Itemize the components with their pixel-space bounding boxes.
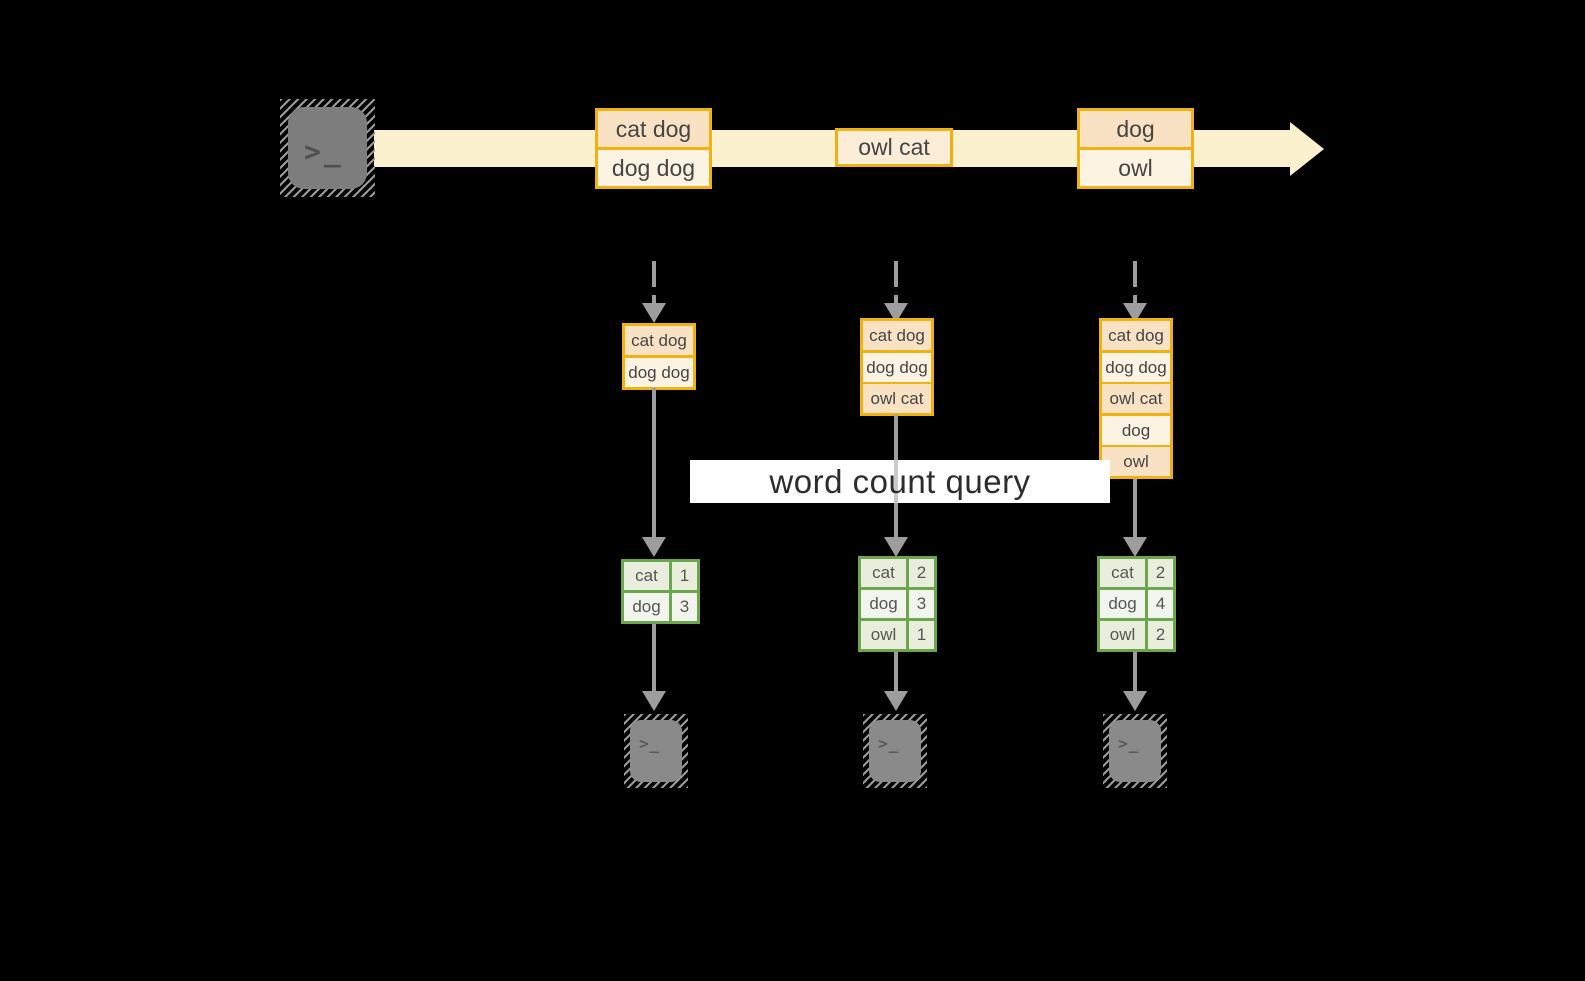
count-word: cat — [624, 562, 669, 590]
query-arrow-1 — [652, 388, 656, 538]
count-table-1: cat 1 dog 3 — [621, 559, 700, 624]
stream-event-box-2: owl cat — [835, 128, 953, 167]
count-word: cat — [1100, 559, 1145, 587]
ingest-arrow-2 — [894, 261, 898, 305]
terminal-prompt-icon: >_ — [1118, 734, 1140, 753]
count-word: cat — [861, 559, 906, 587]
query-label: word count query — [769, 463, 1031, 500]
buffer-stack-1: cat dog dog dog — [622, 323, 696, 390]
buffer-cell: owl — [1102, 447, 1170, 476]
count-value: 3 — [909, 590, 934, 618]
stream-event-box-3: dog owl — [1077, 108, 1194, 189]
buffer-cell: cat dog — [863, 321, 931, 350]
terminal-prompt-icon: >_ — [639, 734, 661, 753]
count-value: 1 — [672, 562, 697, 590]
buffer-cell: dog — [1102, 415, 1170, 445]
stream-event-box-1: cat dog dog dog — [595, 108, 712, 189]
sink-terminal-3-icon: >_ — [1103, 714, 1167, 788]
count-word: dog — [624, 593, 669, 621]
output-arrow-3 — [1133, 652, 1137, 692]
buffer-stack-2: cat dog dog dog owl cat — [860, 318, 934, 416]
count-word: owl — [1100, 621, 1145, 649]
query-arrowhead-3-icon — [1123, 537, 1147, 557]
output-arrow-1 — [652, 624, 656, 692]
count-value: 2 — [909, 559, 934, 587]
buffer-cell: dog dog — [1102, 352, 1170, 382]
query-arrow-3 — [1133, 479, 1137, 538]
output-arrowhead-2-icon — [884, 691, 908, 711]
count-table-2: cat 2 dog 3 owl 1 — [858, 556, 937, 652]
buffer-cell: owl cat — [1102, 384, 1170, 413]
count-value: 2 — [1148, 621, 1173, 649]
terminal-screen: >_ — [1109, 720, 1161, 782]
stream-event-line: owl — [1080, 149, 1191, 186]
stream-event-line: dog — [1080, 111, 1191, 147]
buffer-cell: dog dog — [625, 357, 693, 387]
buffer-cell: dog dog — [863, 352, 931, 382]
output-arrowhead-1-icon — [642, 691, 666, 711]
count-value: 3 — [672, 593, 697, 621]
query-label-band: word count query — [690, 460, 1110, 503]
query-arrow-through-band — [894, 460, 898, 503]
buffer-cell: owl cat — [863, 384, 931, 413]
source-terminal-icon: >_ — [280, 99, 375, 197]
buffer-stack-3: cat dog dog dog owl cat dog owl — [1099, 318, 1173, 479]
count-word: owl — [861, 621, 906, 649]
terminal-screen: >_ — [869, 720, 921, 782]
sink-terminal-1-icon: >_ — [624, 714, 688, 788]
count-value: 1 — [909, 621, 934, 649]
ingest-arrow-3 — [1133, 261, 1137, 305]
terminal-screen: >_ — [288, 107, 367, 189]
ingest-arrowhead-1-icon — [642, 303, 666, 323]
stream-event-line: dog dog — [598, 149, 709, 186]
count-table-3: cat 2 dog 4 owl 2 — [1097, 556, 1176, 652]
stream-event-line: cat dog — [598, 111, 709, 147]
output-arrow-2 — [894, 652, 898, 692]
terminal-prompt-icon: >_ — [304, 135, 344, 168]
stream-timeline-arrowhead-icon — [1290, 122, 1324, 176]
query-arrowhead-1-icon — [642, 537, 666, 557]
sink-terminal-2-icon: >_ — [863, 714, 927, 788]
count-word: dog — [1100, 590, 1145, 618]
output-arrowhead-3-icon — [1123, 691, 1147, 711]
buffer-cell: cat dog — [1102, 321, 1170, 350]
count-value: 2 — [1148, 559, 1173, 587]
count-value: 4 — [1148, 590, 1173, 618]
buffer-cell: cat dog — [625, 326, 693, 355]
count-word: dog — [861, 590, 906, 618]
ingest-arrow-1 — [652, 261, 656, 305]
terminal-screen: >_ — [630, 720, 682, 782]
stream-event-line: owl cat — [838, 131, 950, 164]
terminal-prompt-icon: >_ — [878, 734, 900, 753]
query-arrowhead-2-icon — [884, 537, 908, 557]
